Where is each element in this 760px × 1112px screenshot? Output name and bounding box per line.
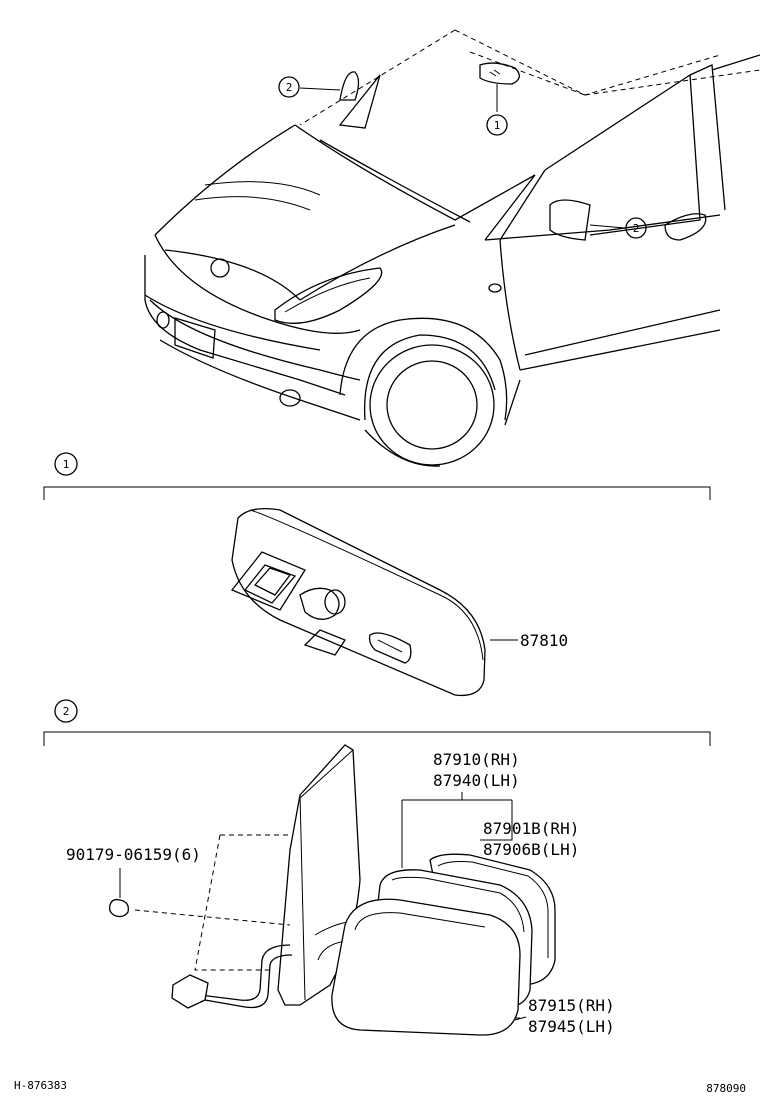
part-87910-rh: 87910(RH) <box>433 750 520 769</box>
callout-1 <box>486 114 508 136</box>
callout-2-left-label: 2 <box>286 81 293 94</box>
part-87901b-rh: 87901B(RH) <box>483 819 579 838</box>
callout-2-right-label: 2 <box>633 222 640 235</box>
footer-right-code: 878090 <box>706 1082 746 1095</box>
part-87940-lh: 87940(LH) <box>433 771 520 790</box>
callout-2-left <box>278 76 300 98</box>
section-1-marker: 1 <box>63 458 70 471</box>
car-illustration: 2 1 2 <box>144 29 760 467</box>
part-87810: 87810 <box>520 631 568 650</box>
callout-2-right <box>625 217 647 239</box>
section-1: 1 87810 <box>43 452 711 697</box>
section-2: 2 87910(RH) 87940(LH) 87901B(RH) 87906B(… <box>43 699 711 1036</box>
callout-1-label: 1 <box>494 119 501 132</box>
part-87945-lh: 87945(LH) <box>528 1017 615 1036</box>
footer-left-code: H-876383 <box>14 1079 67 1092</box>
part-87906b-lh: 87906B(LH) <box>483 840 579 859</box>
inner-mirror-drawing <box>230 507 518 697</box>
part-90179-06159: 90179-06159(6) <box>66 845 201 864</box>
part-87915-rh: 87915(RH) <box>528 996 615 1015</box>
section-2-marker: 2 <box>63 705 70 718</box>
outer-mirror-drawing <box>108 744 556 1036</box>
